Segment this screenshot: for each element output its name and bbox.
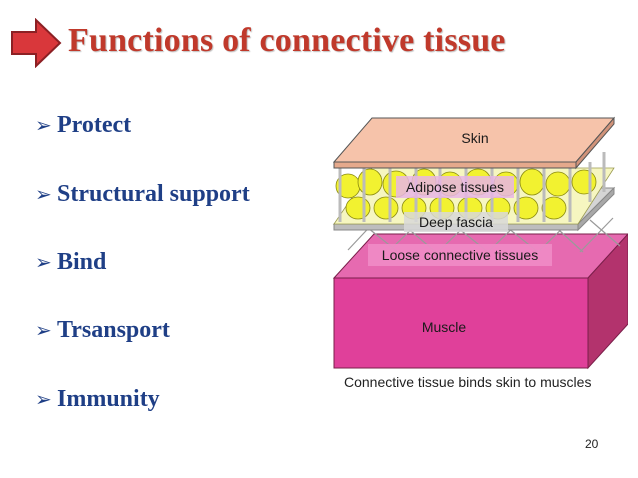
skin-label: Skin <box>461 130 488 146</box>
slide-title: Functions of connective tissue <box>68 22 506 59</box>
page-number: 20 <box>585 437 599 451</box>
bullet-arrow-icon: ➢ <box>35 318 52 342</box>
bullet-text: Protect <box>57 112 132 138</box>
diagram-caption: Connective tissue binds skin to muscles <box>344 374 592 390</box>
bullet-arrow-icon: ➢ <box>35 113 52 137</box>
bullet-item: ➢Bind <box>35 249 106 276</box>
bullet-arrow-icon: ➢ <box>35 250 52 274</box>
bullet-item: ➢Structural support <box>35 181 250 208</box>
loose-connective-fibers <box>347 217 621 255</box>
deep-fascia-label: Deep fascia <box>419 214 493 230</box>
muscle-label: Muscle <box>422 319 467 335</box>
bullet-arrow-icon: ➢ <box>35 182 52 206</box>
adipose-label-bg <box>396 176 514 198</box>
bullet-text: Immunity <box>57 386 160 412</box>
loose-label: Loose connective tissues <box>382 247 538 263</box>
tissue-layers-diagram: Skin Adipose tissues Deep fascia Loose c… <box>332 116 628 370</box>
bullet-item: ➢Immunity <box>35 386 160 413</box>
bullet-arrow-icon: ➢ <box>35 387 52 411</box>
loose-label-bg <box>368 244 552 266</box>
bullet-item: ➢Trsansport <box>35 317 170 344</box>
muscle-block <box>332 233 628 370</box>
adipose-label: Adipose tissues <box>406 179 504 195</box>
arrow-right-icon <box>11 18 62 68</box>
deep-fascia-label-bg <box>404 212 508 232</box>
bullet-text: Structural support <box>57 181 250 207</box>
bullet-text: Trsansport <box>57 317 170 343</box>
bullet-item: ➢Protect <box>35 112 131 139</box>
skin-layer <box>332 116 616 170</box>
bullet-text: Bind <box>57 249 107 275</box>
